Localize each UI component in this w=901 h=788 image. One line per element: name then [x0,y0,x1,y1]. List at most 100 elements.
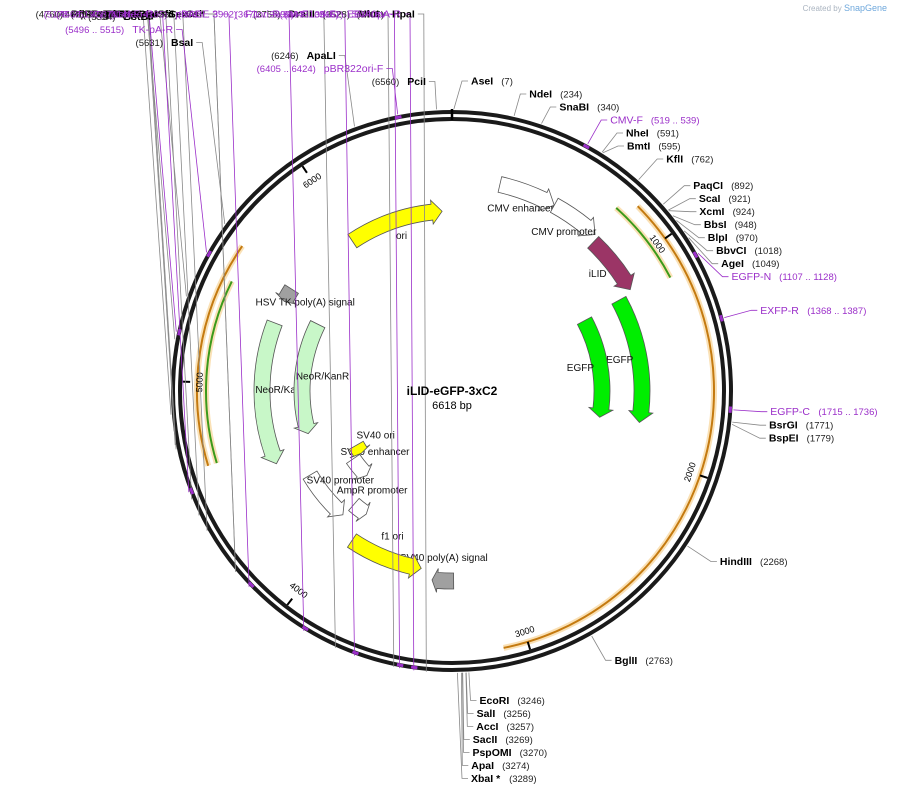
site-label-bmti[interactable]: BmtI(595) [627,141,681,153]
site-label-nhei[interactable]: NheI(591) [626,128,679,140]
site-label-ecori[interactable]: EcoRI(3246) [480,695,545,707]
primer-label-sv40pa-r[interactable]: SV40pA-R(3443 .. 3462) [284,9,401,21]
primer-label-ebv-rev[interactable]: EBV-rev(3497 .. 3516) [280,9,386,21]
primer-label-tk-pa-r[interactable]: TK-pA-R(5496 .. 5515) [65,24,173,36]
primer-label-f1ori-f[interactable]: F1ori-F(3671 .. 3692) [235,9,336,21]
feature-ori-14[interactable] [347,199,443,249]
orf-arc-0 [615,207,672,279]
site-label-eagi[interactable]: EagI(4548) [99,9,157,21]
site-label-pcii[interactable]: PciI(6560) [372,76,426,88]
site-label-kfli[interactable]: KflI(762) [666,154,713,166]
site-label-sexai[interactable]: - SexAI * [162,9,206,21]
site-label-bglii[interactable]: BglII (2763) [615,655,673,667]
site-label-csii[interactable]: CsiI(4231) [150,9,205,21]
feature-ampr-promoter-7[interactable] [348,497,371,522]
site-coord: (340) [597,103,619,114]
site-name: SacII [473,734,498,746]
feature-egfp-4[interactable] [576,316,615,418]
site-name: PaqCI [693,180,723,192]
primer-mark-egfp-n [692,251,699,259]
site-coord: (4482) [56,10,83,21]
site-label-sacii[interactable]: SacII(3269) [473,734,533,746]
site-leader-sali [465,672,474,714]
site-label-hpai[interactable]: HpaI(3405) [357,9,415,21]
site-name: XbaI * [471,773,501,785]
site-label-apali[interactable]: ApaLI(6246) [271,50,336,62]
site-name: AseI [471,76,493,88]
site-label-bbvci[interactable]: BbvCI(1018) [716,245,782,257]
feature-egfp-3[interactable] [611,295,654,424]
site-label-asei[interactable]: AseI(7) [471,76,513,88]
plasmid-name: iLID-eGFP-3xC2 [407,384,498,398]
primer-label-pbabe-3[interactable]: pBABE 3'(4145 .. 4165) [108,9,220,21]
primer-label-f1ori-r[interactable]: F1ori-R(3883 .. 3902) [178,9,281,21]
site-leader-ecori [468,672,477,701]
site-name: SalI [477,708,496,720]
feature-hsv-tk-poly-a-signal-13[interactable] [275,284,299,305]
site-label-hindiii[interactable]: HindIII(2268) [720,556,788,568]
site-label-bsai[interactable]: BsaI(5631) [136,37,194,49]
site-name: BsrDI [106,9,134,21]
feature-cmv-promoter-1[interactable] [549,197,596,237]
feature-sv40-promoter-8[interactable] [302,470,345,518]
site-label-pspomi[interactable]: PspOMI(3270) [472,747,547,759]
site-coord: (762) [691,155,713,166]
primer-name: EXFP-R [760,305,799,317]
feature-ilid-2[interactable] [587,235,635,291]
site-name: BbsI [704,219,727,231]
site-label-xcmi[interactable]: XcmI(924) [699,206,754,218]
site-label-sali[interactable]: SalI (3256) [477,708,531,720]
site-label-draiii[interactable]: DraIII(3758) [253,9,315,21]
site-label-bsrdi[interactable]: BsrDI(4875) [71,9,135,21]
primer-leader-cmv-f [587,119,608,144]
site-label-mlui[interactable]: MluI(3528) [323,9,380,21]
site-label-paqci[interactable]: PaqCI(892) [693,180,753,192]
site-coord: (3256) [503,709,530,720]
site-label-acci[interactable]: AccI(3257) [476,721,534,733]
site-label-bsrgi[interactable]: BsrGI(1771) [769,420,833,432]
site-label-ndei[interactable]: NdeI(234) [529,89,582,101]
site-label-blpi[interactable]: BlpI(970) [708,232,758,244]
primer-label-exfp-r[interactable]: EXFP-R(1368 .. 1387) [760,305,866,317]
site-name: FspI [118,9,140,21]
site-name: BglII [615,655,638,667]
site-label-bbsi[interactable]: BbsI(948) [704,219,757,231]
site-label-scai[interactable]: ScaI(921) [699,193,751,205]
site-label-sfii[interactable]: SfiI(4417) [122,9,174,21]
primer-label-neo-f[interactable]: Neo-F(5178 .. 5197) [44,9,140,21]
primer-label-neo-r[interactable]: Neo-R(4568 .. 4587) [56,9,154,21]
feature-label-sv40-enhancer-9: SV40 enhancer [341,447,411,458]
site-name: BsrGI [769,420,798,432]
site-coord: (3528) [323,10,350,21]
site-label-snabi[interactable]: SnaBI(340) [559,102,619,114]
site-labels: PciI(6560) AseI(7) NdeI(234)SnaBI(340) NheI… [36,9,878,785]
scale-tick-2000 [699,474,708,479]
primer-label-egfp-n[interactable]: EGFP-N(1107 .. 1128) [732,271,837,283]
site-label-bspdi-clai[interactable]: BspDI * - ClaI *(4482) [56,9,165,21]
site-label-xbai[interactable]: XbaI *(3289) [471,773,537,785]
site-label-pflfi-tth111i[interactable]: PflFI - Tth111I(4760) [36,9,139,21]
site-leader-bspdi-clai [167,13,200,516]
orf-arc-1 [503,205,715,649]
primer-label-cmv-f[interactable]: CMV-F(519 .. 539) [610,115,699,127]
primer-leader-f1ori-r [283,13,305,631]
feature-neor-kanr-11[interactable] [253,319,285,465]
site-name: BspEI [769,433,799,445]
credit-prefix: Created by [802,4,842,13]
primer-label-pbr322ori-f[interactable]: pBR322ori-F(6405 .. 6424) [257,63,384,75]
site-name: HindIII [720,556,752,568]
site-name: ApaLI [307,50,336,62]
site-name: CsiI [186,9,205,21]
site-label-agei[interactable]: AgeI(1049) [721,258,779,270]
site-coord: (2763) [645,656,672,667]
site-label-bstbi[interactable]: BstBI(5324) [88,11,151,23]
feature-cmv-enhancer-0[interactable] [497,176,555,212]
site-label-apai[interactable]: ApaI(3274) [471,760,529,772]
site-label-bspei[interactable]: BspEI(1779) [769,433,834,445]
site-label-rsrii[interactable]: RsrII(5158) [79,9,138,21]
site-label-fspi[interactable]: FspI(4744) [83,9,140,21]
feature-sv40-poly-a-signal-5[interactable] [431,568,455,593]
feature-neor-kanr-12[interactable] [292,320,326,435]
primer-label-egfp-c[interactable]: EGFP-C(1715 .. 1736) [770,406,877,418]
